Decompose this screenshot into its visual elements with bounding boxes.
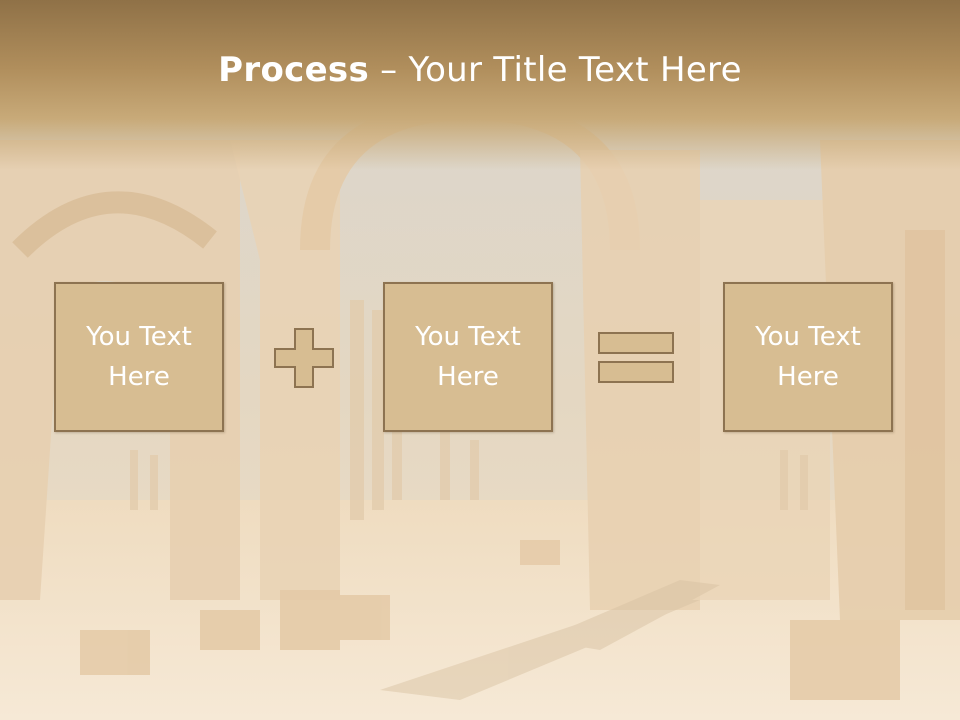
text-box-2-line1: You Text: [415, 322, 521, 352]
slide-title: Process – Your Title Text Here: [0, 50, 960, 90]
title-bold: Process: [218, 50, 370, 90]
title-rest: – Your Title Text Here: [369, 50, 742, 90]
equals-icon: [598, 332, 674, 383]
plus-icon: [274, 328, 334, 388]
text-box-2-label: You Text Here: [398, 317, 538, 397]
text-box-1-line2: Here: [108, 362, 170, 392]
title-band: [0, 0, 960, 170]
text-box-3-label: You Text Here: [738, 317, 878, 397]
text-box-3-line1: You Text: [755, 322, 861, 352]
text-box-1-label: You Text Here: [69, 317, 209, 397]
text-box-1-line1: You Text: [86, 322, 192, 352]
text-box-1[interactable]: You Text Here: [54, 282, 224, 432]
text-box-2-line2: Here: [437, 362, 499, 392]
text-box-3[interactable]: You Text Here: [723, 282, 893, 432]
text-box-3-line2: Here: [777, 362, 839, 392]
text-box-2[interactable]: You Text Here: [383, 282, 553, 432]
